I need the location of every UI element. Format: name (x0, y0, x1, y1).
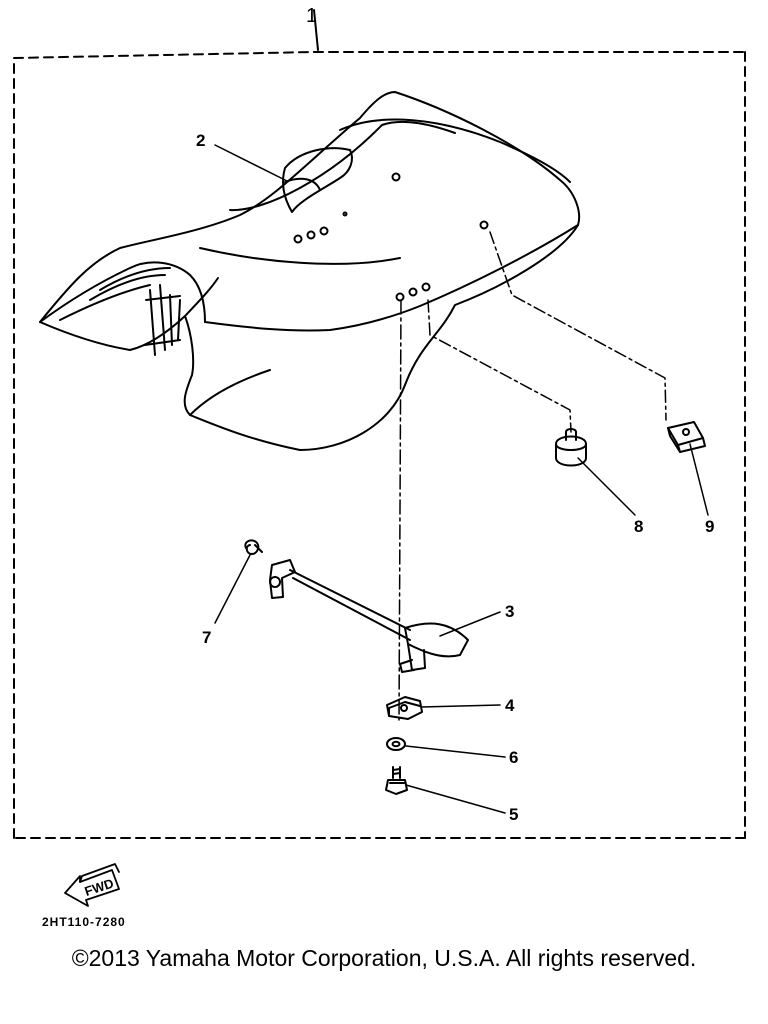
callout-leaders (214, 144, 709, 814)
callout-4: 4 (505, 696, 515, 715)
assembly-leaders (398, 231, 667, 721)
callout-9: 9 (705, 517, 714, 536)
clip-nut (667, 421, 706, 453)
bracket (386, 696, 423, 720)
callout-5: 5 (509, 805, 518, 824)
copyright-notice: ©2013 Yamaha Motor Corporation, U.S.A. A… (71, 945, 697, 971)
callout-7: 7 (202, 628, 211, 647)
seat (39, 91, 580, 451)
callout-1: 1 (306, 5, 317, 27)
callout-3: 3 (505, 602, 514, 621)
seat-lock (269, 559, 469, 673)
callout-6: 6 (509, 748, 518, 767)
callout-8: 8 (634, 517, 643, 536)
part-code: 2HT110-7280 (42, 915, 126, 929)
fwd-arrow-icon (64, 863, 120, 907)
damper (555, 428, 587, 467)
callout-2: 2 (196, 131, 205, 150)
bolt (385, 766, 408, 795)
clip (244, 539, 263, 555)
assembly-boundary (13, 9, 746, 839)
washer (386, 737, 406, 751)
